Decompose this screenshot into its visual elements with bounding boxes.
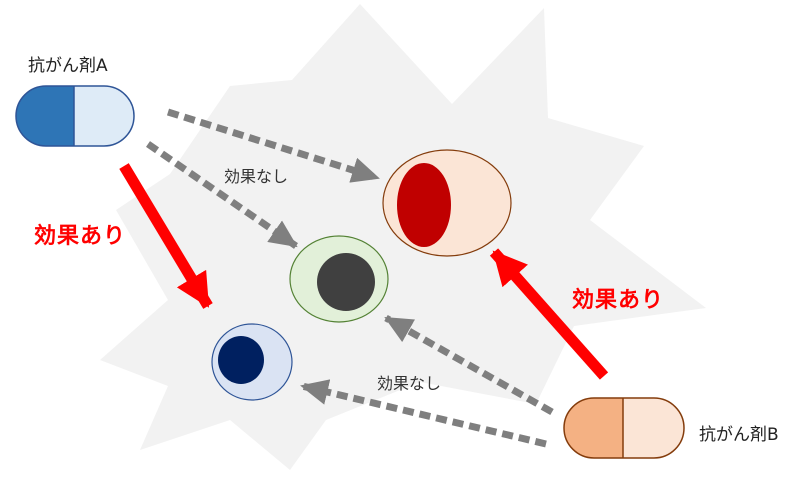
green-cancer-cell bbox=[289, 235, 389, 323]
red-cell-nucleus bbox=[397, 163, 451, 247]
blue-cancer-cell bbox=[211, 323, 293, 401]
effect-arrow-b-to-red-cell bbox=[489, 248, 609, 380]
drug-b-capsule-left-half bbox=[564, 398, 623, 458]
green-cell-nucleus bbox=[317, 253, 375, 311]
effect-arrow-a-to-blue-cell bbox=[119, 163, 213, 309]
no-effect-arrow-a-to-green-cell bbox=[146, 141, 298, 249]
no-effect-arrow-a-to-red-cell bbox=[166, 108, 380, 183]
no-effect-arrow-b-to-blue-cell bbox=[300, 379, 547, 448]
drug-a-capsule-right-half bbox=[74, 86, 134, 146]
no-effect-label-b: 効果なし bbox=[377, 374, 442, 393]
effect-label-a: 効果あり bbox=[34, 224, 127, 249]
drug-b-label: 抗がん剤B bbox=[699, 425, 779, 445]
no-effect-label-a: 効果なし bbox=[224, 167, 289, 186]
drug-b-capsule bbox=[563, 397, 685, 459]
drug-a-capsule-left-half bbox=[16, 86, 74, 146]
effect-label-b: 効果あり bbox=[572, 288, 665, 313]
drug-a-label: 抗がん剤A bbox=[28, 56, 108, 76]
no-effect-arrow-b-to-green-cell bbox=[384, 314, 554, 416]
drug-a-capsule bbox=[15, 85, 135, 147]
drug-b-capsule-right-half bbox=[623, 398, 684, 458]
red-cancer-cell bbox=[382, 149, 512, 257]
blue-cell-nucleus bbox=[218, 336, 264, 384]
